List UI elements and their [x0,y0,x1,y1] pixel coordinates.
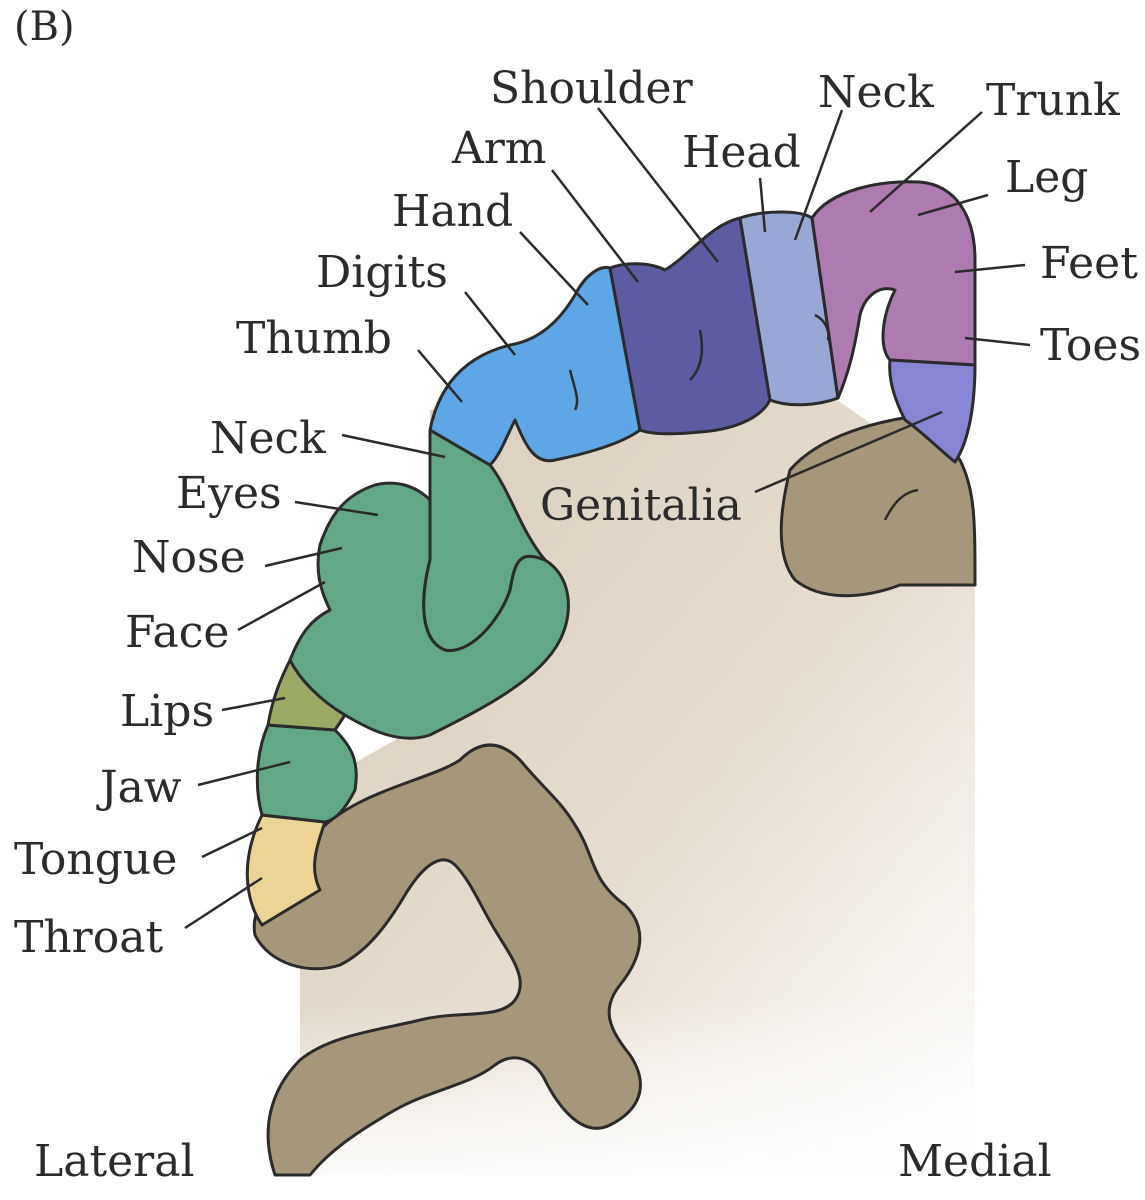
medial-sulcus-line [883,488,919,521]
leader-neck-lower [341,433,446,459]
region-hand [428,265,642,467]
leader-tongue [201,826,263,859]
label-genitalia: Genitalia [540,480,742,531]
hand-sulcus-line [568,369,579,411]
leader-shoulder [597,107,719,263]
body-part-labels: Shoulder Neck Trunk Arm Head Leg Hand Fe… [14,63,1141,963]
region-jaw [255,723,358,824]
leader-leg [917,193,989,217]
orientation-lateral: Lateral [34,1136,195,1187]
leader-nose [264,546,343,568]
leader-arm [551,169,639,283]
leader-face [237,580,326,632]
region-genitalia [888,358,977,464]
leader-eyes [294,500,379,517]
leader-thumb [417,349,463,403]
orientation-medial: Medial [898,1136,1052,1187]
leader-neck-upper [793,109,844,241]
label-hand: Hand [392,186,513,237]
label-feet: Feet [1040,238,1138,289]
leader-toes [964,336,1031,347]
region-trunk-leg [810,180,977,400]
label-digits: Digits [316,247,448,298]
label-leg: Leg [1005,152,1088,203]
panel-label: (B) [14,4,75,50]
label-tongue: Tongue [14,834,177,885]
leader-lips [221,696,286,712]
leader-jaw [197,760,291,787]
cortex-lower-gyri [252,743,642,1177]
label-face: Face [125,607,229,658]
leader-feet [954,263,1026,274]
label-trunk: Trunk [986,75,1120,126]
arm-sulcus-line [689,329,704,381]
label-throat: Throat [14,912,163,963]
leader-head [758,177,767,233]
leader-lines [184,107,1031,930]
label-lips: Lips [120,686,214,737]
region-neck-lower [422,428,547,652]
label-head: Head [682,127,801,178]
leader-digits [464,291,516,356]
leader-throat [184,876,263,930]
label-shoulder: Shoulder [490,63,694,114]
leader-genitalia [754,410,943,494]
leader-hand [519,231,589,306]
label-nose: Nose [132,532,246,583]
label-toes: Toes [1040,320,1141,371]
region-tongue-throat [245,813,327,927]
label-eyes: Eyes [176,468,282,519]
label-thumb: Thumb [236,313,392,364]
label-neck-lower: Neck [210,413,326,464]
label-neck-upper: Neck [818,67,934,118]
label-arm: Arm [451,123,547,174]
label-jaw: Jaw [96,762,182,813]
leader-trunk [869,111,983,213]
